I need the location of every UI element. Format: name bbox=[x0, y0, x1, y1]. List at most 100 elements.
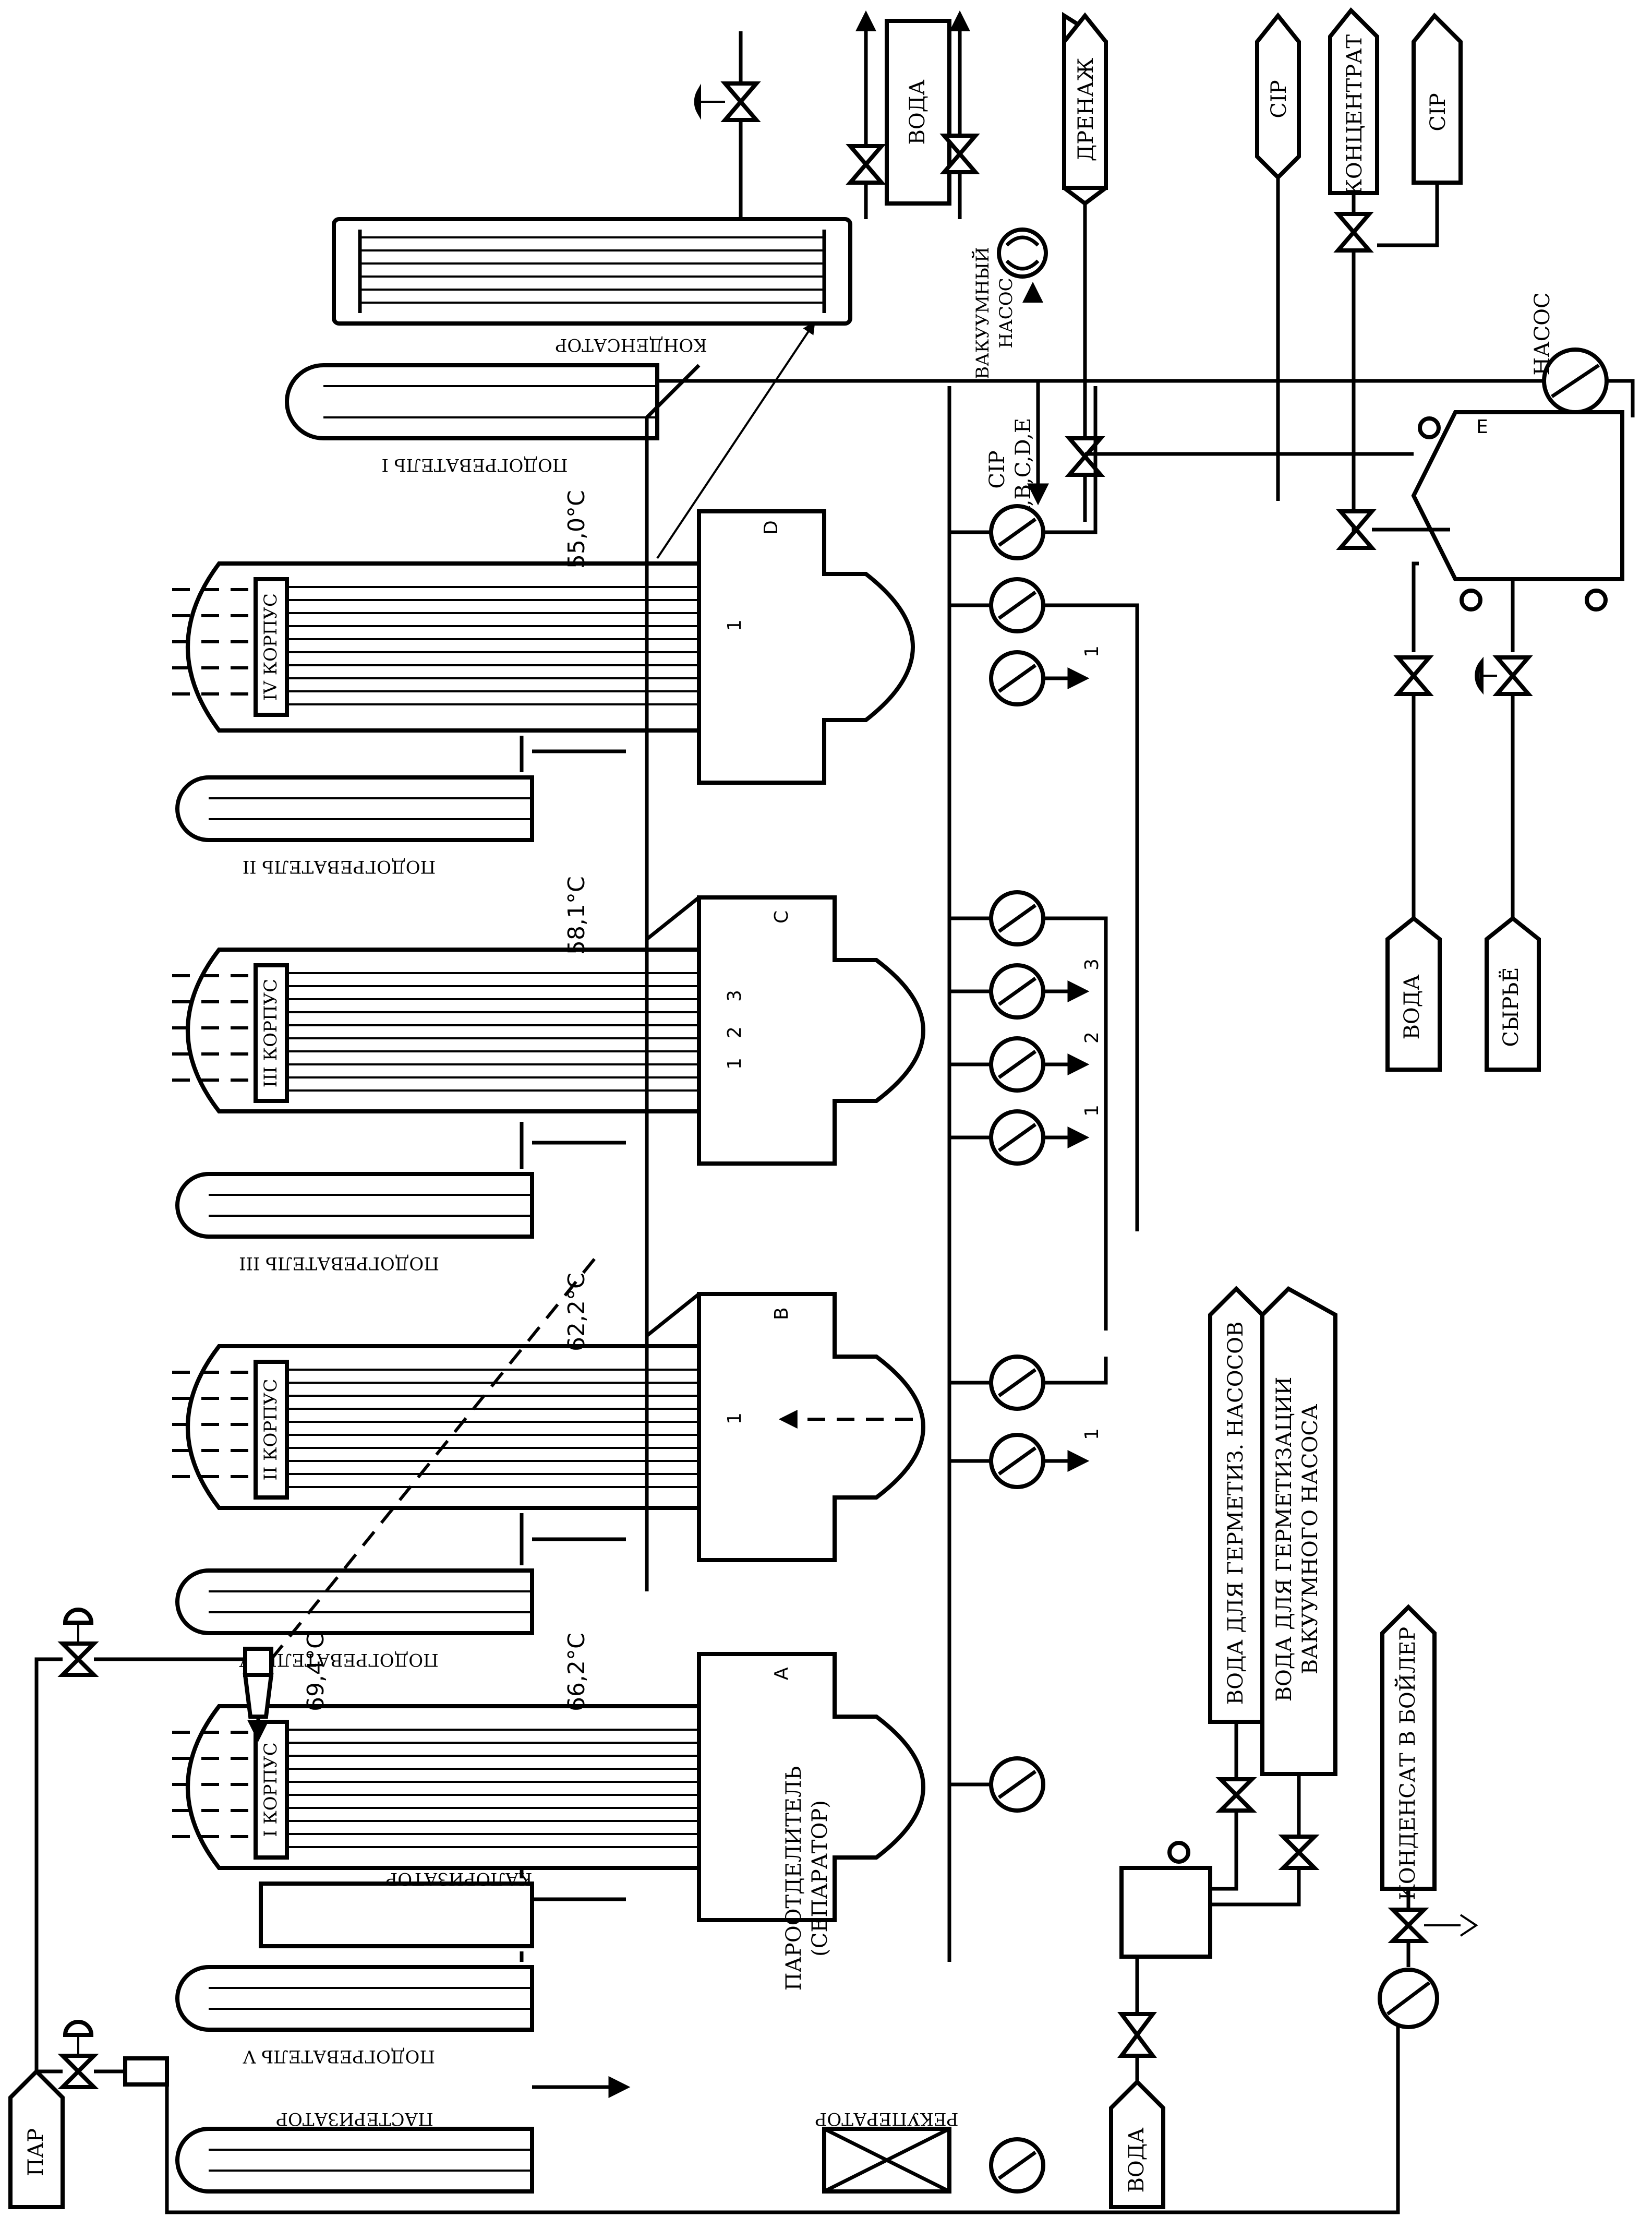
seal-water-vac-label-2: ВАКУУМНОГО НАСОСА bbox=[1298, 1404, 1322, 1675]
steam-valve-bottom[interactable] bbox=[57, 2020, 169, 2089]
condensate-pump[interactable] bbox=[1378, 1968, 1439, 2029]
separator-d: D bbox=[697, 509, 915, 785]
heater1-label: ПОДОГРЕВАТЕЛЬ I bbox=[382, 454, 568, 475]
body4-label: IV КОРПУС bbox=[260, 593, 281, 701]
pump-d2[interactable] bbox=[989, 577, 1045, 633]
pump-c1[interactable] bbox=[989, 1109, 1045, 1166]
tank-lines bbox=[1085, 452, 1515, 652]
pump-a[interactable] bbox=[989, 1756, 1045, 1813]
heater5-label: ПОДОГРЕВАТЕЛЬ V bbox=[242, 2046, 435, 2067]
seal-water-vac-label-1: ВОДА ДЛЯ ГЕРМЕТИЗАЦИИ bbox=[1272, 1377, 1296, 1702]
seal-water-pumps-flag: ВОДА ДЛЯ ГЕРМЕТИЗ. НАСОСОВ bbox=[1208, 1286, 1264, 1724]
valve-raw-control[interactable] bbox=[1475, 655, 1533, 696]
pump-discharge-lines bbox=[1043, 386, 1139, 1385]
condenser-label: КОНДЕНСАТОР bbox=[555, 334, 707, 355]
water-right-flag: ВОДА bbox=[1385, 915, 1442, 1072]
valve-water-top-left[interactable] bbox=[846, 144, 886, 185]
body1-label: I КОРПУС bbox=[260, 1742, 281, 1837]
cip-flag-2: CIP bbox=[1412, 13, 1463, 185]
concentrate-flag: КОНЦЕНТРАТ bbox=[1328, 7, 1379, 195]
pump-c2[interactable] bbox=[989, 1036, 1045, 1093]
valve-seal-pumps[interactable] bbox=[1215, 1777, 1257, 1813]
temp-body4: 55,0°C bbox=[563, 490, 590, 569]
noncondensable-line bbox=[656, 321, 815, 559]
heater3-label: ПОДОГРЕВАТЕЛЬ III bbox=[239, 1253, 439, 1274]
water-top-flag: ВОДА bbox=[885, 19, 951, 206]
point-c-label: C bbox=[771, 910, 792, 924]
valve-seal-vac[interactable] bbox=[1278, 1835, 1320, 1870]
recuperator-label: РЕКУПЕРАТОР bbox=[815, 2108, 958, 2129]
outlet-c1-number: 1 bbox=[1081, 1105, 1103, 1117]
valve-condenser-top[interactable] bbox=[694, 31, 761, 219]
pump-top-right[interactable]: НАСОС bbox=[1530, 292, 1609, 414]
heater-5: ПОДОГРЕВАТЕЛЬ V bbox=[175, 1965, 534, 2067]
calorizer: КАЛОРИЗАТОР bbox=[259, 1868, 534, 1948]
condenser: КОНДЕНСАТОР bbox=[332, 217, 852, 355]
valve-drain[interactable] bbox=[1065, 436, 1105, 477]
condensate-label: КОНДЕНСАТ В БОЙЛЕР bbox=[1395, 1627, 1420, 1900]
concentrate-label: КОНЦЕНТРАТ bbox=[1343, 34, 1367, 195]
condensate-return-bottom bbox=[165, 2024, 1400, 2214]
recuperator: РЕКУПЕРАТОР bbox=[815, 2108, 959, 2194]
water-bottom-label: ВОДА bbox=[1125, 2128, 1149, 2193]
steam-label: ПАР bbox=[24, 2128, 48, 2176]
cip-flag-1: CIP bbox=[1255, 12, 1301, 181]
point-e-label: E bbox=[1476, 416, 1488, 438]
vapor-ducts bbox=[645, 364, 701, 1591]
water-raw-lines bbox=[1412, 694, 1515, 939]
temp-body1-in: 69,4°C bbox=[303, 1633, 329, 1711]
heater-1: ПОДОГРЕВАТЕЛЬ I bbox=[285, 363, 659, 475]
heater-4: ПОДОГРЕВАТЕЛЬ IV bbox=[175, 1568, 534, 1670]
valve-water-right[interactable] bbox=[1393, 655, 1434, 696]
valve-tank-3way[interactable] bbox=[1336, 509, 1377, 550]
separator-a: A ПАРООТДЕЛИТЕЛЬ (СЕПАРАТОР) bbox=[697, 1652, 925, 1991]
point-a-label: A bbox=[771, 1667, 792, 1680]
body-3: III КОРПУС bbox=[172, 948, 701, 1113]
pump-b1[interactable] bbox=[989, 1433, 1045, 1489]
outlet-c3-number: 3 bbox=[1081, 958, 1103, 970]
body3-label: III КОРПУС bbox=[260, 979, 281, 1087]
valve-concentrate-3way[interactable] bbox=[1333, 212, 1374, 253]
pump-d[interactable] bbox=[989, 504, 1045, 560]
calorizer-label: КАЛОРИЗАТОР bbox=[385, 1868, 532, 1889]
heater2-label: ПОДОГРЕВАТЕЛЬ II bbox=[243, 856, 436, 877]
separator-c: C bbox=[697, 895, 925, 1166]
outlet-d-number: 1 bbox=[1081, 645, 1103, 657]
water-top-label: ВОДА bbox=[906, 80, 930, 145]
tube-d-number: 1 bbox=[724, 619, 745, 631]
seal-water-vac-flag: ВОДА ДЛЯ ГЕРМЕТИЗАЦИИ ВАКУУМНОГО НАСОСА bbox=[1260, 1286, 1337, 1776]
seal-water-tank bbox=[1119, 1841, 1212, 1959]
temp-body2: 62,2°C bbox=[563, 1273, 590, 1351]
vacuum-pump-label-1: ВАКУУМНЫЙ bbox=[971, 247, 993, 379]
valve-water-bottom[interactable] bbox=[1117, 2012, 1157, 2058]
pump-suction-manifold bbox=[947, 386, 991, 1962]
raw-label: СЫРЬЁ bbox=[1499, 967, 1523, 1047]
separator-label-1: ПАРООТДЕЛИТЕЛЬ bbox=[782, 1766, 806, 1991]
raw-flag: СЫРЬЁ bbox=[1485, 915, 1541, 1072]
pump-c3[interactable] bbox=[989, 963, 1045, 1020]
seal-water-pumps-label: ВОДА ДЛЯ ГЕРМЕТИЗ. НАСОСОВ bbox=[1224, 1322, 1248, 1705]
body-1: I КОРПУС bbox=[172, 1704, 701, 1870]
point-b-label: B bbox=[771, 1307, 792, 1320]
steam-valve-top[interactable] bbox=[57, 1608, 99, 1677]
drain-label: ДРЕНАЖ bbox=[1074, 58, 1098, 162]
pump-d3[interactable] bbox=[989, 650, 1045, 706]
steam-flag: ПАР bbox=[8, 2068, 65, 2209]
cip-label-1: CIP bbox=[1267, 80, 1291, 118]
pump-b[interactable] bbox=[989, 1355, 1045, 1411]
heater-3: ПОДОГРЕВАТЕЛЬ III bbox=[175, 1172, 534, 1274]
tube-c1-number: 1 bbox=[724, 1058, 745, 1070]
valve-condensate[interactable] bbox=[1388, 1908, 1478, 1943]
pasteurizer: ПАСТЕРИЗАТОР bbox=[175, 2108, 534, 2194]
pump-recuperator[interactable] bbox=[989, 2137, 1045, 2194]
vacuum-pump[interactable]: ВАКУУМНЫЙ НАСОС bbox=[971, 227, 1048, 379]
separator-b: B bbox=[697, 1292, 925, 1562]
pump-c[interactable] bbox=[989, 890, 1045, 946]
tube-b-number: 1 bbox=[724, 1412, 745, 1424]
steam-lines bbox=[34, 1657, 245, 2074]
water-top-pipes bbox=[864, 21, 962, 219]
separator-label-2: (СЕПАРАТОР) bbox=[808, 1800, 832, 1957]
valve-water-top-right[interactable] bbox=[939, 134, 980, 174]
vacuum-pump-label-2: НАСОС bbox=[996, 278, 1017, 348]
water-right-label: ВОДА bbox=[1400, 975, 1424, 1040]
